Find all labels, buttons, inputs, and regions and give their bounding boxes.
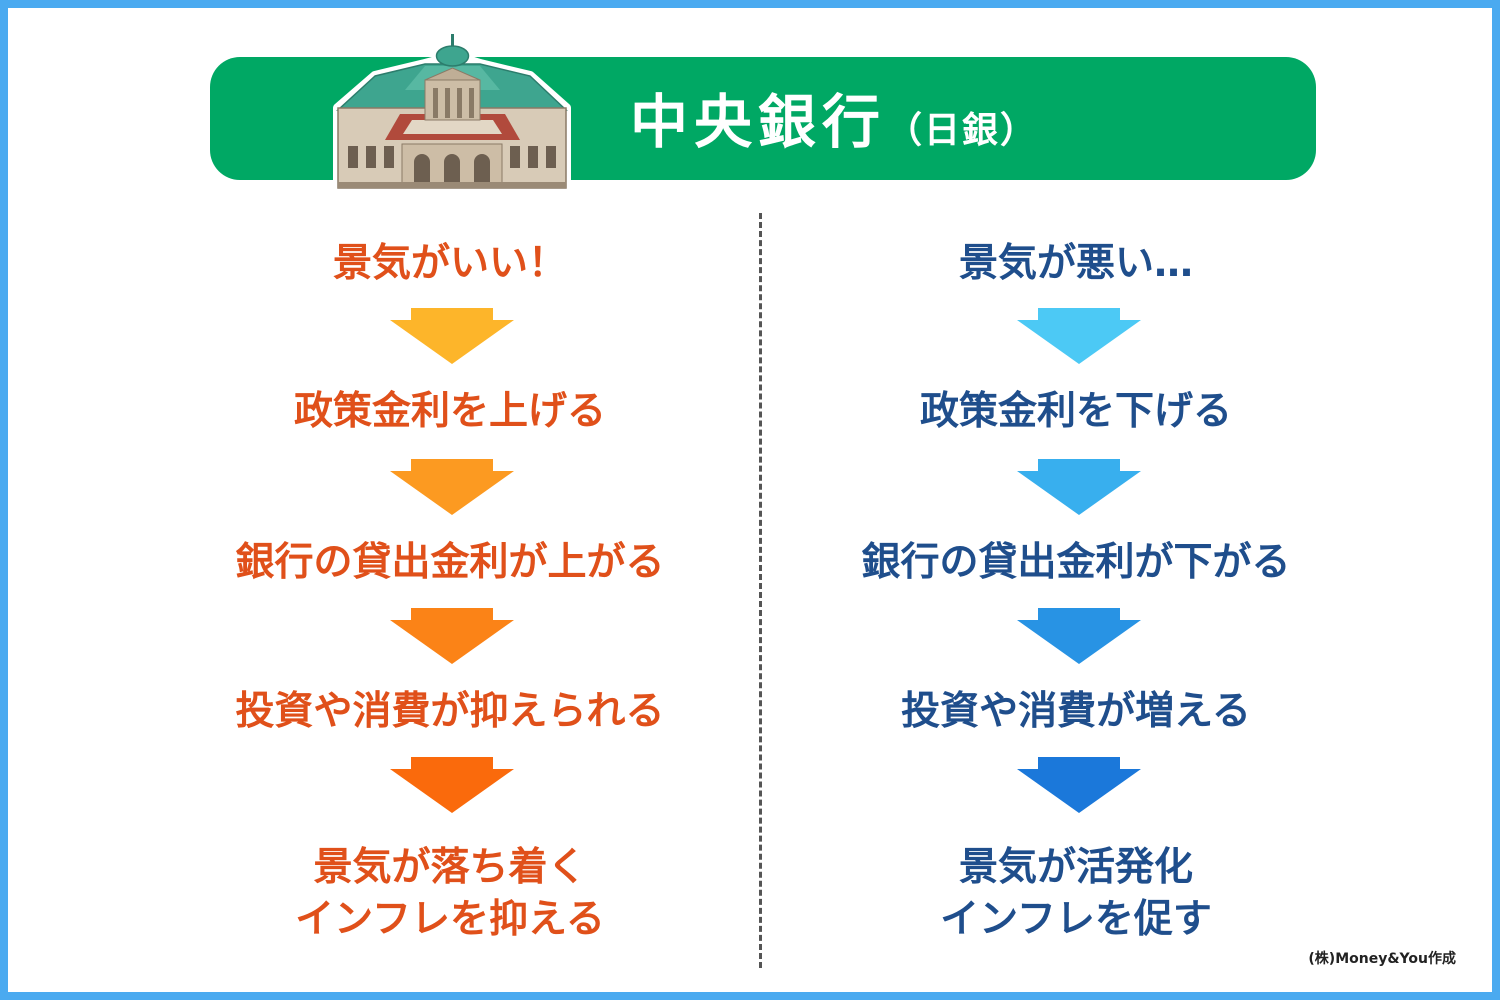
right-step-1: 景気が悪い… — [958, 241, 1193, 286]
down-arrow-icon — [1017, 308, 1141, 364]
left-step-4: 投資や消費が抑えられる — [235, 689, 665, 734]
right-arrow-3 — [1017, 608, 1141, 664]
down-arrow-icon — [390, 459, 514, 515]
down-arrow-icon — [390, 308, 514, 364]
right-arrow-2 — [1017, 459, 1141, 515]
header-title-sub: （日銀） — [886, 110, 1039, 151]
right-arrow-4 — [1017, 757, 1141, 813]
header-title: 中央銀行（日銀） — [630, 72, 1038, 172]
left-step-5: 景気が落ち着く — [313, 845, 587, 890]
left-step-2: 政策金利を上げる — [293, 389, 606, 434]
left-arrow-4 — [390, 757, 514, 813]
down-arrow-icon — [390, 757, 514, 813]
column-divider — [759, 213, 762, 968]
down-arrow-icon — [390, 608, 514, 664]
left-step-3: 銀行の貸出金利が上がる — [235, 540, 665, 585]
right-step-3: 銀行の貸出金利が下がる — [861, 540, 1291, 585]
left-arrow-2 — [390, 459, 514, 515]
right-step-4: 投資や消費が増える — [901, 689, 1251, 734]
left-arrow-1 — [390, 308, 514, 364]
right-step-2: 政策金利を下げる — [919, 389, 1232, 434]
right-step-6: インフレを促す — [940, 897, 1212, 942]
down-arrow-icon — [1017, 757, 1141, 813]
left-step-1: 景気がいい！ — [332, 241, 567, 286]
bank-of-japan-building-icon — [333, 31, 571, 193]
left-arrow-3 — [390, 608, 514, 664]
left-step-6: インフレを抑える — [295, 897, 605, 942]
down-arrow-icon — [1017, 608, 1141, 664]
credit-text: (株)Money&You作成 — [1308, 951, 1456, 967]
header-title-main: 中央銀行 — [630, 88, 887, 156]
right-arrow-1 — [1017, 308, 1141, 364]
down-arrow-icon — [1017, 459, 1141, 515]
right-step-5: 景気が活発化 — [958, 845, 1193, 890]
